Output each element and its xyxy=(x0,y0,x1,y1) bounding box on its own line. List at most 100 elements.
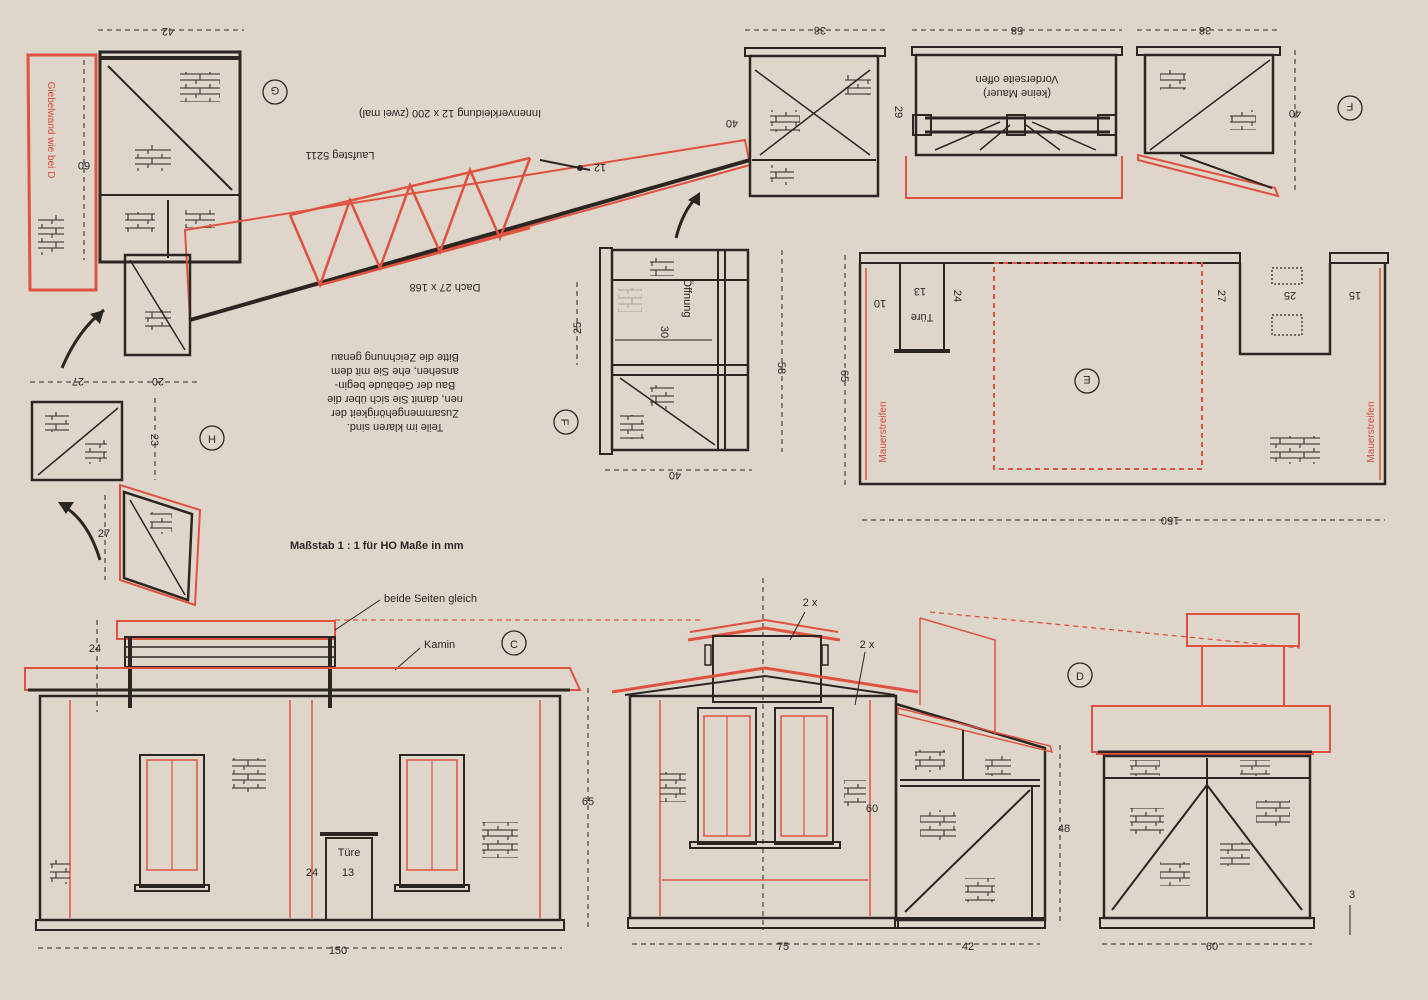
brick-texture-icon xyxy=(845,75,871,95)
times-two-label-top: 2 x xyxy=(803,597,818,609)
instruction-line-5: Zusammengehörigkeit der xyxy=(331,407,459,419)
brick-texture-icon xyxy=(150,512,172,534)
brick-texture-icon xyxy=(1130,760,1160,776)
part-c-elevation: beide Seiten gleich Kamin Türe 13 24 24 … xyxy=(24,593,700,957)
dim-f-front-width: 40 xyxy=(669,469,681,481)
dim-c-width: 150 xyxy=(329,945,347,957)
instruction-line-4: nen, damit Sie sich über die xyxy=(327,393,463,405)
dim-e-1: 10 xyxy=(874,297,886,309)
dim-c-top: 24 xyxy=(89,643,101,655)
open-front-label-line-1: Vorderseite offen xyxy=(976,73,1059,85)
brick-texture-icon xyxy=(620,415,644,439)
dim-e-width: 150 xyxy=(1161,514,1179,526)
gable-wall-label: Giebelwand wie bei D xyxy=(45,82,56,179)
part-h-bottom-panel: 27 xyxy=(98,483,202,607)
dim-d-height-1: 60 xyxy=(866,803,878,815)
part-label-f-front: F xyxy=(558,419,570,426)
part-label-h: H xyxy=(208,434,216,446)
brick-texture-icon xyxy=(185,210,215,228)
part-label-g: G xyxy=(271,84,280,96)
dim-d-height-2: 48 xyxy=(1058,823,1070,835)
part-d-elevation: 2 x 2 x 60 48 xyxy=(611,578,1355,953)
roof-label: Dach 27 x 168 xyxy=(410,281,481,293)
door-label-e: Türe xyxy=(911,311,934,323)
brick-texture-icon xyxy=(1230,110,1256,130)
dim-f-opening-width: 30 xyxy=(658,326,670,338)
brick-texture-icon xyxy=(985,756,1011,776)
both-sides-label: beide Seiten gleich xyxy=(384,593,477,605)
dim-e-3: 24 xyxy=(951,290,963,302)
assembly-instructions: Bitte die Zeichnung genau ansehen, ehe S… xyxy=(327,351,463,433)
brick-strip-label-left: Mauerstreifen xyxy=(878,401,889,462)
brick-texture-icon xyxy=(232,758,266,792)
instruction-line-3: Bau der Gebäude begin- xyxy=(334,379,455,391)
brick-texture-icon xyxy=(145,310,171,330)
dim-h-height-1: 23 xyxy=(148,434,160,446)
chimney-label: Kamin xyxy=(424,639,455,651)
dim-f-opening-height: 25 xyxy=(572,322,584,334)
part-e-panel: Türe 10 13 24 27 25 15 65 150 Mauerstrei… xyxy=(838,252,1389,526)
part-g-panel: 42 60 Giebelwand wie bei D G xyxy=(26,25,288,292)
brick-texture-icon xyxy=(844,780,866,806)
part-f-top-left-panel: 38 xyxy=(744,24,886,198)
brick-texture-icon xyxy=(1160,70,1186,90)
brick-texture-icon xyxy=(770,110,800,132)
brick-texture-icon xyxy=(45,412,69,432)
door-label-c: Türe xyxy=(338,847,361,859)
dim-ramp-height: 40 xyxy=(726,117,738,129)
dim-d-width-2: 42 xyxy=(962,941,974,953)
opening-label: Öffnung xyxy=(681,279,693,318)
dim-f-top-right: 38 xyxy=(1199,24,1211,36)
part-label-e: E xyxy=(1083,373,1090,385)
instruction-line-2: ansehen, ehe Sie mit dem xyxy=(331,365,459,377)
ramp-support-panel xyxy=(123,253,192,357)
scale-note: Maßstab 1 : 1 für HO Maße in mm xyxy=(290,540,464,552)
dim-f-middle-height: 29 xyxy=(892,106,904,118)
part-label-f-right: F xyxy=(1346,100,1353,112)
brick-texture-icon xyxy=(1130,808,1164,834)
brick-texture-icon xyxy=(50,860,70,884)
part-g-frame xyxy=(98,50,242,264)
part-label-d: D xyxy=(1076,671,1084,683)
dim-g-width: 42 xyxy=(162,25,174,37)
times-two-label-side: 2 x xyxy=(860,639,875,651)
part-f-top-middle-panel: 58 Vorderseite offen (keine Mauer) 29 xyxy=(892,24,1123,199)
dim-d-width-3: 60 xyxy=(1206,941,1218,953)
dim-e-6: 15 xyxy=(1349,289,1361,301)
dim-d-3: 3 xyxy=(1349,889,1355,901)
brick-texture-icon xyxy=(125,212,155,232)
dim-f-top-middle: 58 xyxy=(1011,24,1023,36)
dim-c-height: 65 xyxy=(582,796,594,808)
dim-c-door-width: 13 xyxy=(342,867,354,879)
dim-e-5: 25 xyxy=(1284,289,1296,301)
dim-ramp-width: 12 xyxy=(594,161,606,173)
part-f-top-right-panel: 38 40 F xyxy=(1136,24,1363,198)
brick-texture-icon xyxy=(1256,800,1290,826)
open-front-label-line-2: (keine Mauer) xyxy=(983,87,1051,99)
instruction-line-6: Teile im klaren sind. xyxy=(347,421,444,433)
brick-texture-icon xyxy=(650,385,674,409)
dim-g-height: 60 xyxy=(78,159,90,171)
brick-texture-icon xyxy=(85,440,107,464)
dim-f-front-height: 58 xyxy=(775,362,787,374)
brick-texture-icon xyxy=(770,165,794,185)
dim-e-2: 13 xyxy=(914,285,926,297)
brick-texture-icon xyxy=(482,822,518,858)
ramp-truss: 12 40 Innenverkleidung 12 x 200 (zwei ma… xyxy=(183,107,752,322)
inner-lining-label: Innenverkleidung 12 x 200 (zwei mal) xyxy=(359,107,541,119)
gable-wall-red-outline xyxy=(26,53,98,292)
instruction-line-1: Bitte die Zeichnung genau xyxy=(331,351,459,363)
brick-texture-icon xyxy=(1240,760,1270,776)
walkway-label: Laufsteg 5211 xyxy=(306,149,375,161)
brick-texture-icon xyxy=(135,145,171,171)
brick-texture-icon xyxy=(1220,842,1250,866)
dim-d-width-1: 75 xyxy=(777,941,789,953)
dim-h-width-2: 20 xyxy=(152,375,164,387)
part-h-top-panel: 27 20 23 H xyxy=(30,375,225,482)
brick-texture-icon xyxy=(920,810,956,840)
part-f-front-panel: 30 Öffnung 25 58 40 F xyxy=(553,247,787,481)
dim-e-height: 65 xyxy=(838,370,850,382)
brick-texture-icon xyxy=(38,215,64,255)
